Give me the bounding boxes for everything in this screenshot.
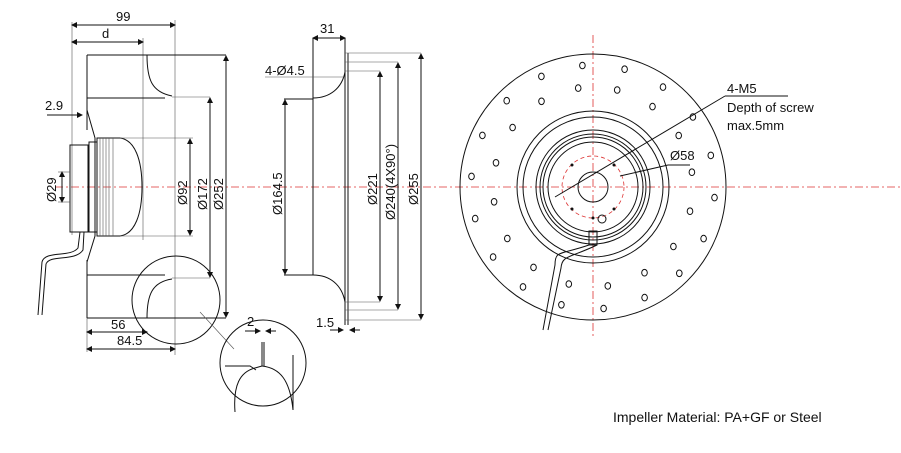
holes-note: 4-Ø4.5 [265,63,305,78]
dim-240: Ø240(4X90°) [383,144,398,220]
screw-depth-line2: max.5mm [727,118,784,133]
hub-circle [577,171,609,203]
dim-31: 31 [320,21,334,36]
ground-symbol-icon [597,214,607,224]
inlet-ring-view: 31 4-Ø4.5 Ø164.5 Ø221 Ø240(4X90°) Ø255 1… [265,21,424,333]
vent-hole [579,61,586,70]
vent-hole [558,301,565,309]
dim-shaft-offset: 2.9 [45,98,63,113]
vent-hole [492,159,500,167]
vent-hole [711,193,718,202]
vent-hole [676,269,683,278]
dim-1-5: 1.5 [316,315,334,330]
vent-hole [565,280,573,288]
dim-221: Ø221 [365,173,380,205]
screw-spec: 4-M5 [727,81,757,96]
vent-hole [503,96,511,105]
dim-d: d [102,26,109,41]
dim-58: Ø58 [670,148,695,163]
vent-hole [686,207,694,215]
dim-84-5: 84.5 [117,333,142,348]
dim-shaft-dia: Ø29 [44,177,59,202]
vent-hole [604,282,612,290]
screw-depth-line1: Depth of screw [727,100,814,115]
vent-hole [700,234,707,243]
vent-hole [659,83,667,91]
side-view: 99 d 2.9 Ø29 [37,9,307,413]
vent-hole [509,123,516,132]
vent-hole [649,102,656,111]
dim-56: 56 [111,317,125,332]
vent-hole [641,293,648,302]
vent-hole [519,283,527,291]
material-note: Impeller Material: PA+GF or Steel [613,409,822,425]
vent-hole [538,72,545,81]
dim-motor-dia: Ø92 [175,180,190,205]
vent-hole [613,86,621,94]
vent-hole [621,65,628,73]
screw-pitch-circle [561,155,625,219]
vent-hole [670,242,677,251]
detail-callout-circle [131,255,221,345]
vent-hole [471,214,479,223]
vent-hole [707,151,715,160]
vent-hole [574,84,582,92]
impeller-outer-circle [459,53,727,321]
vent-hole [675,131,683,140]
vent-hole [530,263,537,272]
vent-hole [641,268,648,277]
detail-view-circle [219,319,307,407]
dim-outer-dia: Ø252 [211,178,226,210]
front-view: 4-M5 Depth of screw max.5mm Ø58 [459,35,814,338]
vent-hole [489,253,497,261]
vent-hole [600,304,607,313]
dim-inlet-dia: Ø172 [195,178,210,210]
vent-hole [479,131,486,140]
dim-overall: 99 [116,9,130,24]
dim-255: Ø255 [406,173,421,205]
vent-hole [504,234,511,243]
dim-inner-dia: Ø164.5 [270,172,285,215]
vent-hole [468,172,475,181]
vent-hole [490,198,498,206]
detail-gap-dim: 2 [247,314,254,329]
vent-hole [688,168,696,176]
vent-hole [538,97,545,106]
